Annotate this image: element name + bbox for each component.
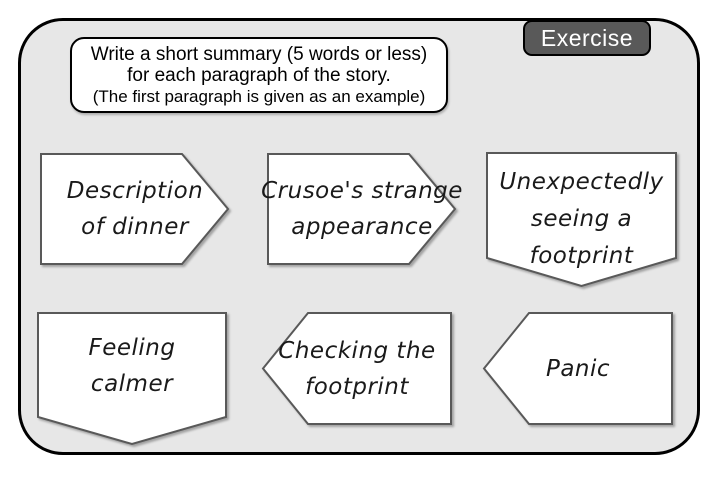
flow-shape-feeling-calmer: Feeling calmer: [37, 312, 227, 446]
flow-shape-checking-the-footprint: Checking the footprint: [261, 312, 452, 425]
arrow-right-pentagon-icon: [267, 153, 457, 265]
shape-label: Crusoe's strange appearance: [261, 178, 463, 240]
arrow-left-pentagon-icon: [261, 312, 452, 425]
arrow-right-pentagon-icon: [40, 153, 230, 265]
flow-shape-crusoes-strange-appearance: Crusoe's strange appearance: [261, 153, 463, 265]
flow-shape-unexpectedly-seeing-footprint: Unexpectedly seeing a footprint: [486, 152, 677, 288]
arrow-down-pentagon-icon: [486, 152, 677, 288]
shape-label: Feeling calmer: [88, 334, 176, 397]
shape-label: Checking the footprint: [278, 337, 436, 400]
flow-shape-panic: Panic: [482, 312, 673, 425]
flow-shape-description-of-dinner: Description of dinner: [40, 153, 230, 265]
arrow-left-pentagon-icon: [482, 312, 673, 425]
instruction-line-3: (The first paragraph is given as an exam…: [92, 86, 426, 106]
instruction-line-2: for each paragraph of the story.: [127, 64, 391, 86]
exercise-badge: Exercise: [523, 20, 651, 56]
shape-label: Unexpectedly seeing a footprint: [499, 169, 664, 269]
exercise-badge-label: Exercise: [540, 24, 634, 51]
instruction-line-1: Write a short summary (5 words or less): [90, 43, 428, 65]
shape-label: Panic: [545, 355, 611, 382]
arrow-down-pentagon-icon: [37, 312, 227, 446]
shape-label: Description of dinner: [66, 178, 204, 240]
instruction-box: Write a short summary (5 words or less) …: [70, 37, 448, 113]
